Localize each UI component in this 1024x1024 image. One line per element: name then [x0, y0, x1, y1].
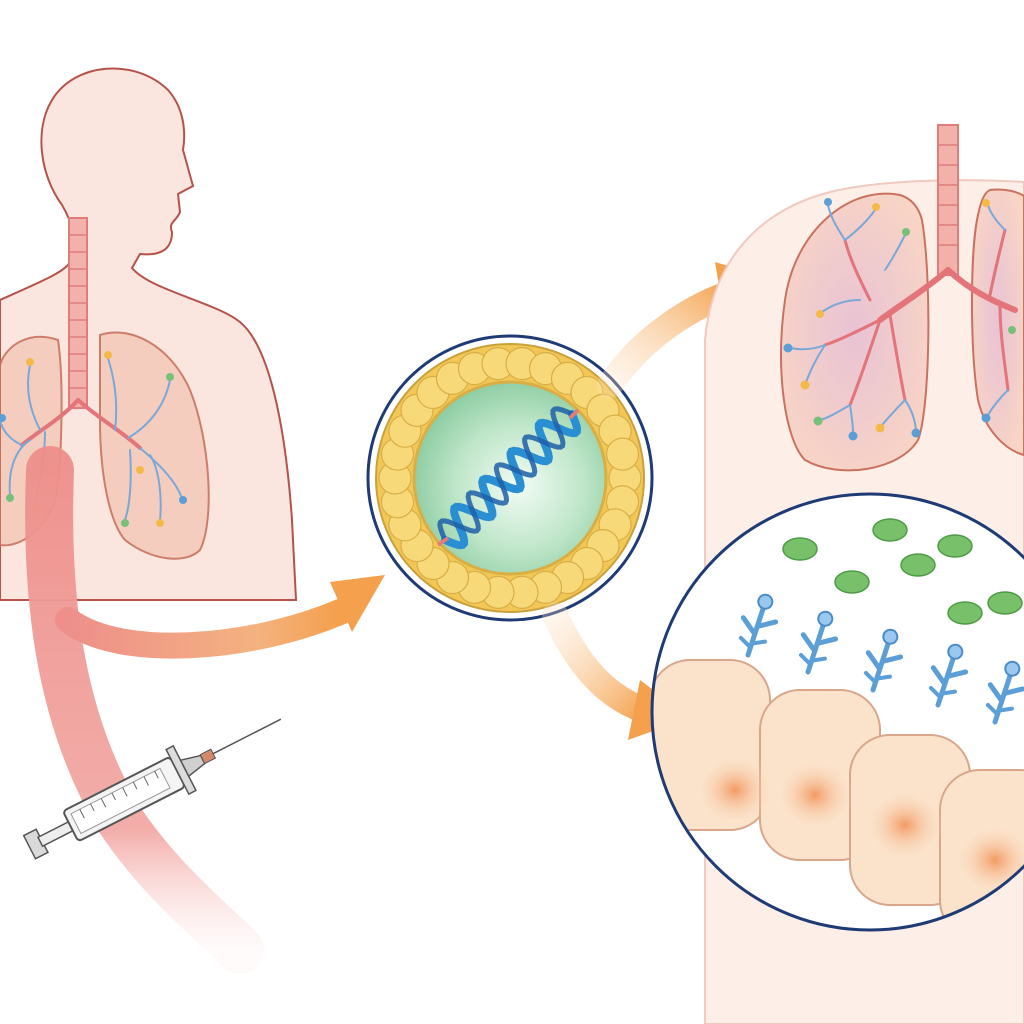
lipid-bead	[605, 437, 640, 471]
receptor	[863, 628, 904, 693]
receptor	[928, 643, 969, 708]
receptor	[738, 593, 779, 658]
receptor	[798, 610, 839, 675]
bacteria-icon	[782, 518, 1023, 625]
receptor	[985, 660, 1024, 725]
epithelial-cell-icon	[652, 659, 1024, 930]
rna-helix-icon	[436, 406, 582, 550]
syringe-icon	[22, 718, 282, 860]
human-silhouette-icon	[0, 67, 298, 601]
receptor-icon	[738, 593, 1024, 725]
trachea-icon	[68, 217, 88, 409]
tissue-zoom-inset	[650, 492, 1024, 932]
blood-vessel-icon	[25, 446, 385, 974]
lung-icon	[780, 124, 1024, 472]
